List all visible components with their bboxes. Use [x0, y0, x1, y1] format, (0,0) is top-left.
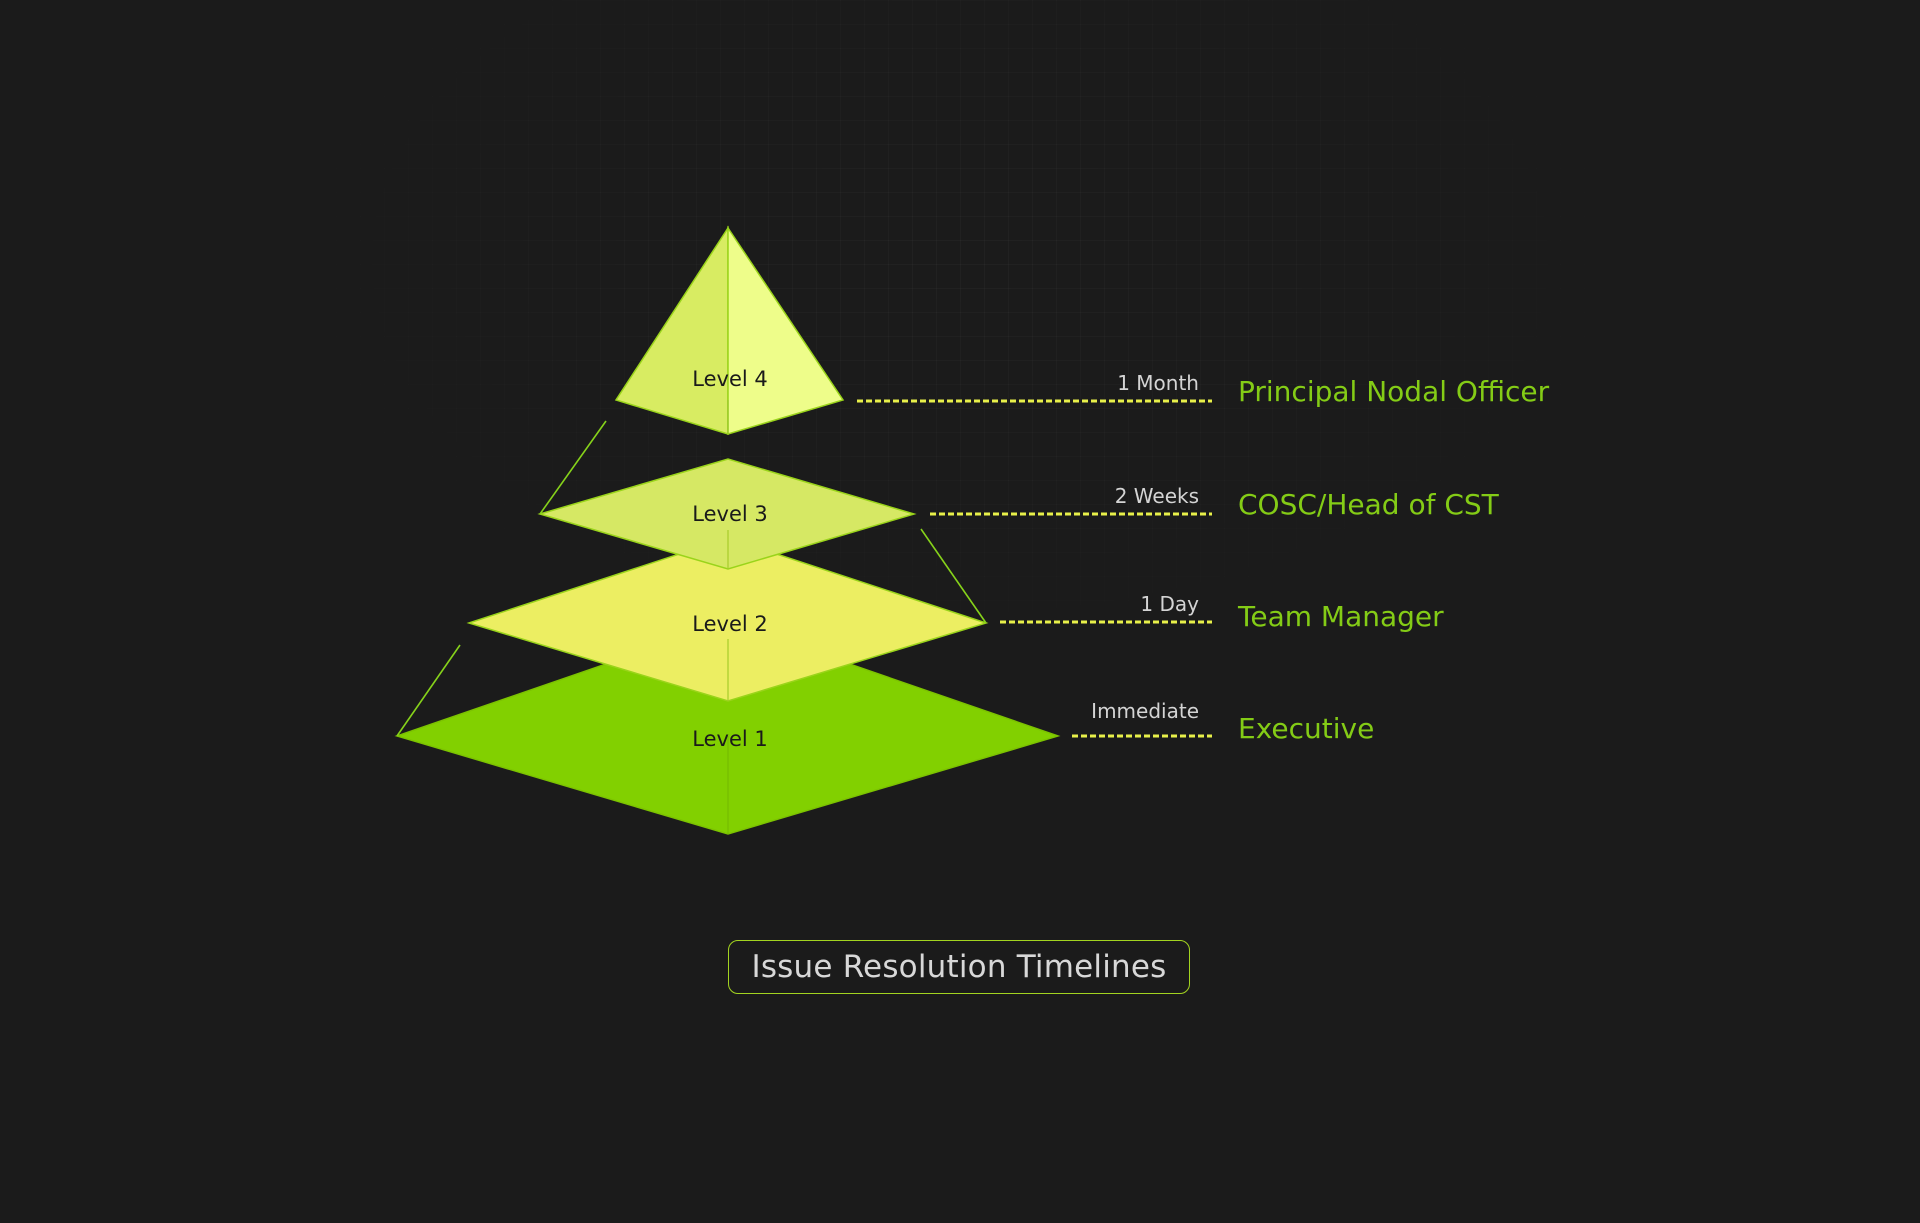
edge-line-1 — [396, 644, 461, 737]
role-level-1: Executive — [1238, 712, 1374, 745]
diagram-title: Issue Resolution Timelines — [728, 940, 1190, 994]
timeline-level-3: 2 Weeks — [1115, 484, 1199, 508]
timeline-level-2: 1 Day — [1140, 592, 1199, 616]
timeline-level-1: Immediate — [1091, 699, 1199, 723]
edge-line-2 — [920, 528, 987, 624]
edge-line-3 — [539, 420, 607, 515]
level-3-shape — [537, 458, 917, 570]
level-4-face-right — [727, 225, 845, 436]
level-1-label: Level 1 — [692, 727, 767, 751]
level-3-layer: Level 3 — [537, 458, 917, 570]
level-2-label: Level 2 — [692, 612, 767, 636]
role-level-4: Principal Nodal Officer — [1238, 375, 1550, 408]
level-4-label: Level 4 — [692, 367, 767, 391]
level-4-layer: Level 4 — [614, 225, 845, 436]
timeline-level-4: 1 Month — [1117, 371, 1199, 395]
level-2-layer: Level 2 — [466, 537, 989, 702]
level-3-label: Level 3 — [692, 502, 767, 526]
connectors — [857, 399, 1212, 738]
role-level-2: Team Manager — [1237, 600, 1444, 633]
level-4-face-left — [614, 225, 729, 436]
role-level-3: COSC/Head of CST — [1238, 488, 1500, 521]
